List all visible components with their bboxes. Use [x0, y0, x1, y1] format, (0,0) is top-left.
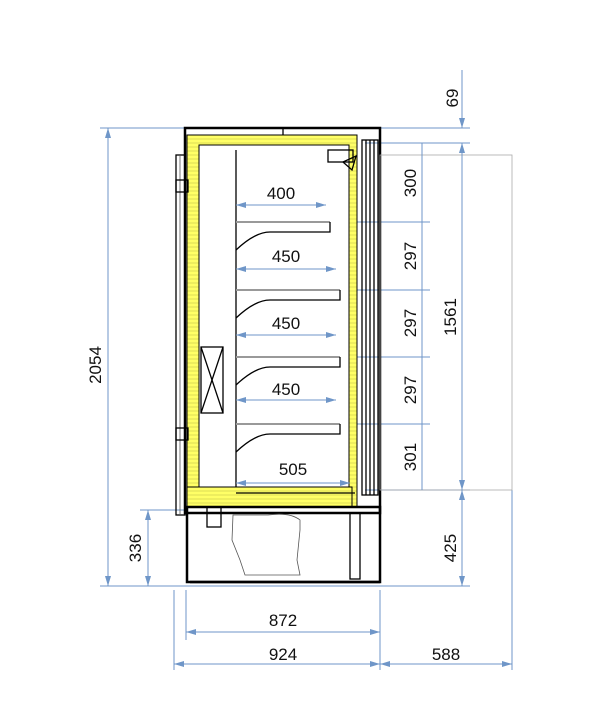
- cabinet-body: [175, 126, 513, 584]
- shelves: [235, 221, 355, 494]
- dim-door-swing: 588: [432, 645, 460, 664]
- dim-total-height: 2054: [86, 346, 105, 384]
- door-swing-outline: [379, 154, 513, 491]
- dim-total-depth: 924: [269, 645, 297, 664]
- evaporator: [200, 346, 224, 414]
- dim-shelf-gap-3: 297: [401, 309, 420, 337]
- dim-inner-depth: 872: [269, 611, 297, 630]
- dim-shelf-gap-1: 300: [401, 169, 420, 197]
- dimension-lines: [107, 70, 512, 665]
- shelf-depth-1: 400: [267, 184, 295, 203]
- shelf-depth-4: 450: [272, 380, 300, 399]
- dim-top-offset: 69: [443, 89, 462, 108]
- dim-shelf-gap-5: 301: [401, 443, 420, 471]
- dim-display-opening: 1561: [441, 298, 460, 336]
- dim-shelf-gap-4: 297: [401, 376, 420, 404]
- dim-bottom-right: 425: [441, 534, 460, 562]
- dimension-arrows: [105, 118, 512, 667]
- dim-base-height: 336: [126, 534, 145, 562]
- shelf-depth-2: 450: [272, 247, 300, 266]
- shelf-depth-5: 505: [279, 460, 307, 479]
- dim-shelf-gap-2: 297: [401, 242, 420, 270]
- shelf-depth-3: 450: [272, 314, 300, 333]
